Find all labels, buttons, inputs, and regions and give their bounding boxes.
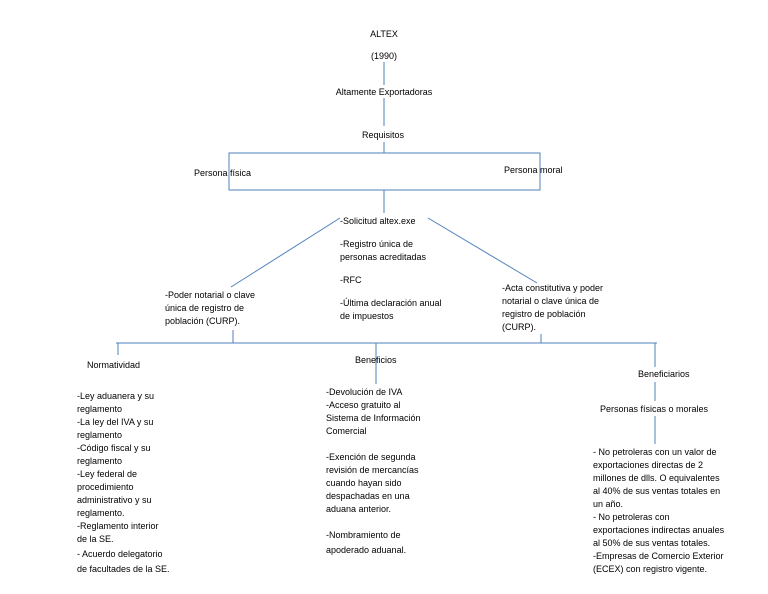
line-to-fisica: [230, 217, 341, 288]
beneficiarios-item: al 50% de sus ventas totales.: [593, 538, 711, 548]
requisitos-label: Requisitos: [361, 130, 405, 140]
normatividad-item: de facultades de la SE.: [77, 564, 170, 574]
beneficios-item: Comercial: [326, 426, 367, 436]
beneficiarios-subheading: Personas físicas o morales: [600, 404, 709, 414]
beneficiarios-item: un año.: [593, 499, 624, 509]
normatividad-item: -Ley aduanera y su: [77, 391, 155, 401]
normatividad-item: reglamento.: [77, 508, 125, 518]
beneficiarios-item: exportaciones indirectas anuales: [593, 525, 725, 535]
normatividad-heading: Normatividad: [87, 360, 141, 370]
moral-req-line: registro de población: [502, 309, 586, 319]
common-req-line: -Registro única de: [340, 239, 414, 249]
year: (1990): [370, 51, 398, 61]
common-req-line: -RFC: [340, 275, 362, 285]
normatividad-item: - Acuerdo delegatorio: [77, 549, 163, 559]
normatividad-list: -Ley aduanera y su reglamento -La ley de…: [77, 390, 170, 576]
beneficios-list: -Devolución de IVA -Acceso gratuito al S…: [326, 386, 421, 557]
beneficiarios-list: - No petroleras con un valor de exportac…: [593, 446, 724, 576]
common-requirements: -Solicitud altex.exe -Registro única de …: [340, 215, 442, 323]
common-req-line: -Última declaración anual: [340, 298, 442, 308]
normatividad-item: -Código fiscal y su: [77, 443, 151, 453]
fisica-req-line: única de registro de: [165, 303, 245, 313]
beneficiarios-item: -Empresas de Comercio Exterior: [593, 551, 724, 561]
normatividad-item: -Reglamento interior: [77, 521, 159, 531]
normatividad-item: procedimiento: [77, 482, 134, 492]
moral-req-line: (CURP).: [502, 322, 536, 332]
beneficiarios-item: - No petroleras con: [593, 512, 670, 522]
normatividad-item: reglamento: [77, 456, 123, 466]
fisica-req-line: población (CURP).: [165, 316, 241, 326]
beneficiarios-item: - No petroleras con un valor de: [593, 447, 717, 457]
persona-fisica-label: Persona física: [194, 168, 252, 178]
moral-req-line: notarial o clave única de: [502, 296, 600, 306]
beneficiarios-heading: Beneficiarios: [638, 369, 690, 379]
beneficiarios-item: al 40% de sus ventas totales en: [593, 486, 721, 496]
beneficiarios-item: (ECEX) con registro vigente.: [593, 564, 708, 574]
beneficios-item: despachadas en una: [326, 491, 410, 501]
moral-req-line: -Acta constitutiva y poder: [502, 283, 604, 293]
beneficios-heading: Beneficios: [355, 355, 397, 365]
normatividad-item: -La ley del IVA y su: [77, 417, 154, 427]
subtitle: Altamente Exportadoras: [335, 87, 433, 97]
beneficios-item: cuando hayan sido: [326, 478, 402, 488]
beneficios-item: aduana anterior.: [326, 504, 392, 514]
persona-box: [228, 152, 541, 191]
line-to-moral: [427, 217, 538, 284]
normatividad-item: reglamento: [77, 404, 123, 414]
moral-requirements: -Acta constitutiva y poder notarial o cl…: [502, 282, 603, 334]
normatividad-item: reglamento: [77, 430, 123, 440]
common-req-line: de impuestos: [340, 311, 394, 321]
beneficiarios-item: millones de dlls. O equivalentes: [593, 473, 720, 483]
normatividad-item: -Ley federal de: [77, 469, 138, 479]
beneficios-item: Sistema de Información: [326, 413, 421, 423]
beneficios-item: apoderado aduanal.: [326, 545, 407, 555]
beneficios-item: -Devolución de IVA: [326, 387, 403, 397]
normatividad-item: de la SE.: [77, 534, 114, 544]
normatividad-item: administrativo y su: [77, 495, 152, 505]
persona-moral-label: Persona moral: [504, 165, 563, 175]
common-req-line: -Solicitud altex.exe: [340, 216, 416, 226]
beneficios-item: -Acceso gratuito al: [326, 400, 401, 410]
title: ALTEX: [370, 29, 398, 39]
fisica-requirements: -Poder notarial o clave única de registr…: [165, 289, 255, 328]
beneficios-item: -Nombramiento de: [326, 530, 401, 540]
common-req-line: personas acreditadas: [340, 252, 427, 262]
fisica-req-line: -Poder notarial o clave: [165, 290, 256, 300]
beneficios-item: -Exención de segunda: [326, 452, 416, 462]
beneficios-item: revisión de mercancías: [326, 465, 419, 475]
beneficiarios-item: exportaciones directas de 2: [593, 460, 704, 470]
